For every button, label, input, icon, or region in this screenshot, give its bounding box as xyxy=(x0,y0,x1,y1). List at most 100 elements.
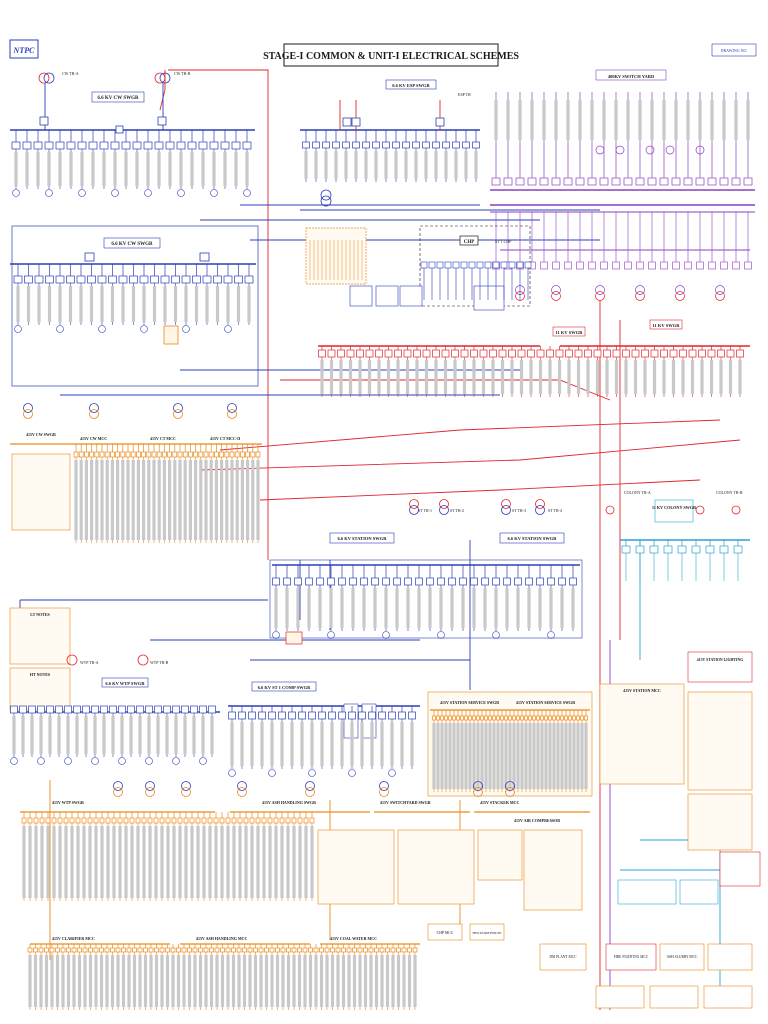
breaker xyxy=(560,715,564,721)
feeder-tag xyxy=(94,826,98,898)
breaker xyxy=(136,451,141,458)
feeder-tag xyxy=(210,716,214,754)
breaker xyxy=(195,817,201,824)
feeder-tag xyxy=(171,955,175,1007)
feeder-tag xyxy=(230,460,234,540)
breaker xyxy=(190,705,198,714)
feeder-tag xyxy=(89,286,94,322)
breaker xyxy=(198,141,208,150)
feeder-tag xyxy=(192,716,196,754)
feeder-tag xyxy=(262,826,266,898)
feeder-tag xyxy=(436,723,440,789)
feeder-tag xyxy=(560,723,564,789)
bay-isolator xyxy=(648,261,656,270)
motor-symbol xyxy=(210,189,218,197)
feeder-tag xyxy=(202,826,206,898)
feeder-tag xyxy=(527,588,531,628)
breaker xyxy=(253,947,258,953)
chp-breaker xyxy=(516,261,524,269)
breaker xyxy=(242,947,247,953)
feeder-tag xyxy=(281,955,285,1007)
breaker xyxy=(177,817,183,824)
breaker xyxy=(60,947,66,953)
breaker xyxy=(136,705,144,714)
breaker xyxy=(303,817,309,824)
feeder-tag xyxy=(417,588,421,628)
motor-symbol xyxy=(327,631,335,639)
motor-symbol xyxy=(91,757,99,765)
breaker xyxy=(24,275,33,284)
feeder-tag xyxy=(432,723,436,789)
breaker xyxy=(130,451,136,458)
feeder-tag xyxy=(183,460,187,540)
motor-symbol xyxy=(118,757,126,765)
feeder-tag xyxy=(215,955,219,1007)
breaker xyxy=(448,715,452,721)
breaker xyxy=(705,545,715,554)
chp-breaker xyxy=(476,261,484,269)
breaker xyxy=(691,545,701,554)
feeder-tag xyxy=(194,286,199,322)
lt-switchyard-label: 415V SWITCHYARD SWGR xyxy=(380,800,431,805)
feeder-tag xyxy=(172,826,176,898)
transformer-winding xyxy=(237,787,247,797)
breaker xyxy=(115,451,120,458)
feeder-tag xyxy=(226,955,230,1007)
bay-tag xyxy=(734,100,738,140)
breaker xyxy=(342,141,350,149)
feeder-tag xyxy=(624,360,628,394)
feeder-tag xyxy=(404,151,408,179)
breaker xyxy=(99,817,105,824)
feeder-tag xyxy=(472,588,476,628)
feeder-tag xyxy=(384,588,388,628)
feeder-tag xyxy=(116,955,120,1007)
feeder-tag xyxy=(215,286,220,322)
esp-swgr: 6.6 KV ESP SWGR ESP TR xyxy=(300,79,480,207)
breaker xyxy=(137,947,143,953)
breaker xyxy=(39,817,45,824)
ct-symbol xyxy=(595,145,605,155)
feeder-tag xyxy=(88,955,93,1007)
breaker xyxy=(77,141,87,150)
feeder-tag xyxy=(405,360,410,394)
breaker xyxy=(118,705,126,714)
bay-breaker xyxy=(587,177,597,186)
breaker xyxy=(165,817,171,824)
breaker xyxy=(312,141,320,149)
st-tr-4-label: ST TR-4 xyxy=(548,508,562,513)
feeder-tag xyxy=(118,826,122,898)
feeder-tag xyxy=(348,360,353,394)
feeder-tag xyxy=(188,460,192,540)
breaker xyxy=(10,705,18,714)
breaker xyxy=(460,349,469,358)
feeder-tag xyxy=(147,460,151,540)
feeder-tag xyxy=(130,826,134,898)
feeder-tag xyxy=(44,955,49,1007)
feeder-tag xyxy=(204,460,208,540)
st-tr-2-label: ST TR-2 xyxy=(450,508,464,513)
feeder-tag xyxy=(163,286,167,322)
bay-tag xyxy=(542,100,546,140)
breaker xyxy=(335,947,341,953)
feeder-tag xyxy=(88,826,92,898)
breaker xyxy=(87,817,93,824)
feeder-tag xyxy=(111,716,115,754)
fire-label: FIRE FIGHTING MCC xyxy=(614,955,649,959)
feeder-tag xyxy=(385,955,390,1007)
feeder-tag xyxy=(605,360,609,394)
breaker xyxy=(305,577,313,586)
feeder-tag xyxy=(528,723,532,789)
breaker xyxy=(698,349,706,358)
feeder-tag xyxy=(121,286,125,322)
breaker xyxy=(231,817,237,824)
cw-swgr-top: CW TR-A CW TR-B 6.6 KV CW SWGR xyxy=(10,71,255,134)
feeder-tag xyxy=(557,360,562,394)
breaker xyxy=(459,577,467,586)
breaker xyxy=(480,715,484,721)
feeder-tag xyxy=(314,955,318,1007)
breaker xyxy=(21,817,27,824)
lt-cw-mcc2-label: 415V CT MCC xyxy=(150,436,176,441)
breaker xyxy=(488,715,492,721)
feeder-tag xyxy=(504,723,508,789)
feeder-tag xyxy=(464,723,468,789)
